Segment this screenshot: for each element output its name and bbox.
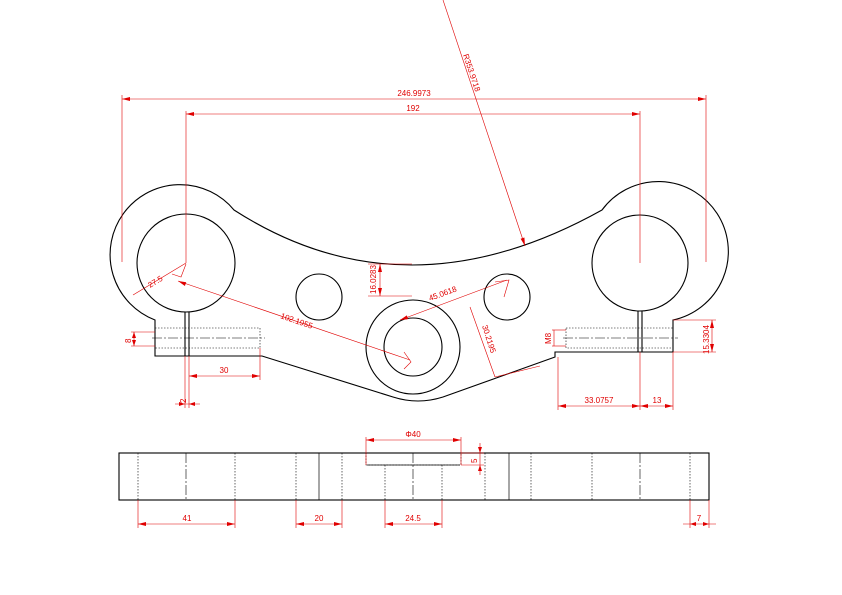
- front-view-dimensions: Φ40 5 41 20 24.5 7: [137, 430, 716, 528]
- dim-left-slot-height: 8: [124, 338, 133, 343]
- center-boss-outer: [365, 299, 461, 395]
- top-view-dimensions: 246.9973 192 R353.9718 27.5 102.1955 16.…: [121, 0, 716, 410]
- dim-left-bolt-length: 30: [220, 366, 229, 375]
- dim-diagonal: 102.1955: [279, 311, 314, 331]
- dim-thickness-right: 7: [697, 514, 702, 523]
- dim-clamp-radius: 27.5: [146, 274, 164, 290]
- dim-center-distance: 192: [406, 104, 420, 113]
- clamp-outline: [109, 181, 729, 402]
- dim-bore-left: 41: [183, 514, 192, 523]
- front-view-outline: [118, 452, 710, 501]
- front-boss-hidden: [365, 452, 462, 466]
- dim-right-lug-width: 13: [653, 396, 662, 405]
- dim-boss-diameter: Φ40: [405, 430, 421, 439]
- dim-overall-width: 246.9973: [397, 89, 431, 98]
- dim-arc-depth: 16.0283: [369, 265, 378, 294]
- dim-right-bolt-offset: 33.0757: [585, 396, 614, 405]
- dim-thread-label: M8: [544, 332, 553, 344]
- dim-arc-radius: R353.9718: [461, 53, 482, 93]
- left-lightening-hole: [295, 273, 343, 321]
- dim-right-slot-height: 15.3304: [702, 325, 711, 354]
- dim-bore-middle: 20: [315, 514, 324, 523]
- dim-hole-drop: 30.2195: [480, 324, 498, 355]
- dim-boss-height: 5: [470, 458, 479, 463]
- top-view-part: [109, 181, 729, 402]
- front-view-part: [118, 452, 710, 501]
- dim-slot-width: 2: [179, 398, 188, 403]
- center-boss-inner: [383, 317, 443, 377]
- right-lightening-hole: [483, 273, 531, 321]
- dim-center-bore: 24.5: [405, 514, 421, 523]
